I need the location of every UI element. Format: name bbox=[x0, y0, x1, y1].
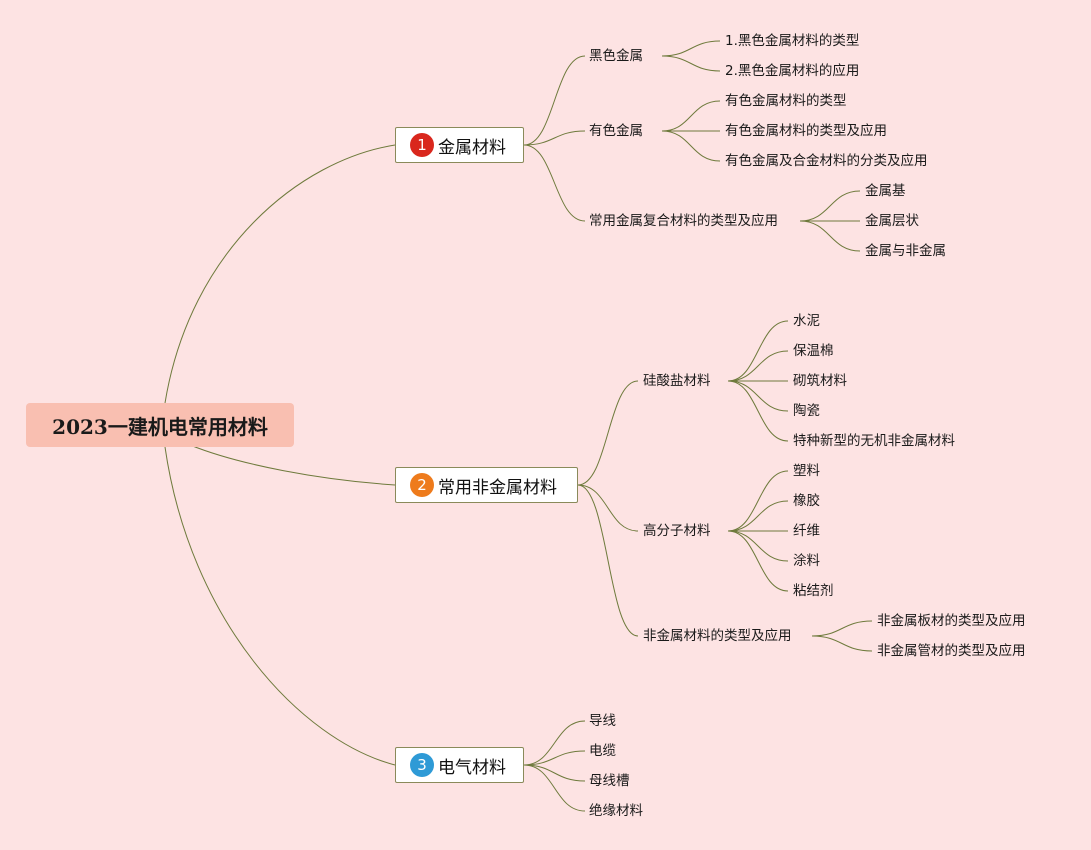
branch-label: 金属材料 bbox=[438, 137, 506, 158]
branch-number-badge: 1 bbox=[410, 133, 434, 157]
branch-nonmetal-materials[interactable]: 2 常用非金属材料 bbox=[395, 467, 578, 503]
topic-link bbox=[727, 530, 789, 592]
topic-wire[interactable]: 导线 bbox=[589, 713, 616, 729]
topic-link bbox=[727, 500, 789, 532]
topic-link bbox=[661, 40, 721, 57]
topic-ferrous-metal[interactable]: 黑色金属 bbox=[589, 48, 643, 64]
topic-link bbox=[799, 190, 861, 222]
topic-link bbox=[661, 100, 721, 132]
topic-cable[interactable]: 电缆 bbox=[589, 743, 616, 759]
branch-2-link bbox=[577, 380, 639, 486]
root-topic[interactable]: 2023一建机电常用材料 bbox=[26, 403, 294, 447]
branch-electrical-materials[interactable]: 3 电气材料 bbox=[395, 747, 524, 783]
branch-1-link bbox=[523, 130, 586, 146]
topic-link bbox=[811, 635, 873, 652]
topic-insulation-wool[interactable]: 保温棉 bbox=[793, 343, 834, 359]
branch-number-badge: 3 bbox=[410, 753, 434, 777]
branch-2-link bbox=[577, 484, 639, 532]
branch-2-link bbox=[577, 484, 639, 637]
branch-label: 常用非金属材料 bbox=[438, 477, 557, 498]
topic-ceramics[interactable]: 陶瓷 bbox=[793, 403, 820, 419]
branch-number-badge: 2 bbox=[410, 473, 434, 497]
topic-cement[interactable]: 水泥 bbox=[793, 313, 820, 329]
topic-link bbox=[727, 350, 789, 382]
branch-label: 电气材料 bbox=[438, 757, 506, 778]
topic-link bbox=[661, 55, 721, 72]
topic-link bbox=[727, 530, 789, 562]
root-to-branch-2-link bbox=[189, 444, 396, 486]
topic-link bbox=[727, 320, 789, 382]
branch-1-link bbox=[523, 144, 586, 222]
topic-link bbox=[799, 220, 861, 252]
topic-link bbox=[811, 620, 873, 637]
topic-special-inorganic[interactable]: 特种新型的无机非金属材料 bbox=[793, 433, 955, 449]
topic-ferrous-applications[interactable]: 2.黑色金属材料的应用 bbox=[725, 63, 860, 79]
root-to-branch-1-link bbox=[164, 144, 396, 404]
topic-nonferrous-types[interactable]: 有色金属材料的类型 bbox=[725, 93, 847, 109]
topic-ferrous-types[interactable]: 1.黑色金属材料的类型 bbox=[725, 33, 860, 49]
topic-metal-nonmetal[interactable]: 金属与非金属 bbox=[865, 243, 946, 259]
topic-nonmetal-pipes[interactable]: 非金属管材的类型及应用 bbox=[877, 643, 1026, 659]
root-topic-label: 2023一建机电常用材料 bbox=[52, 414, 268, 439]
topic-rubber[interactable]: 橡胶 bbox=[793, 493, 820, 509]
topic-metal-matrix[interactable]: 金属基 bbox=[865, 183, 906, 199]
topic-adhesives[interactable]: 粘结剂 bbox=[793, 583, 834, 599]
topic-metal-layered[interactable]: 金属层状 bbox=[865, 213, 919, 229]
topic-nonmetal-types-applications[interactable]: 非金属材料的类型及应用 bbox=[643, 628, 792, 644]
topic-link bbox=[727, 470, 789, 532]
topic-nonmetal-sheets[interactable]: 非金属板材的类型及应用 bbox=[877, 613, 1026, 629]
branch-3-link bbox=[523, 750, 586, 766]
topic-masonry[interactable]: 砌筑材料 bbox=[793, 373, 847, 389]
topic-nonferrous-alloy-classification[interactable]: 有色金属及合金材料的分类及应用 bbox=[725, 153, 928, 169]
root-to-branch-3-link bbox=[164, 446, 396, 766]
topic-nonferrous-metal[interactable]: 有色金属 bbox=[589, 123, 643, 139]
branch-3-link bbox=[523, 764, 586, 812]
topic-polymer-materials[interactable]: 高分子材料 bbox=[643, 523, 711, 539]
topic-silicate-materials[interactable]: 硅酸盐材料 bbox=[643, 373, 711, 389]
topic-link bbox=[661, 130, 721, 162]
topic-metal-composites[interactable]: 常用金属复合材料的类型及应用 bbox=[589, 213, 778, 229]
branch-3-link bbox=[523, 764, 586, 782]
branch-1-link bbox=[523, 55, 586, 146]
topic-coatings[interactable]: 涂料 bbox=[793, 553, 820, 569]
branch-3-link bbox=[523, 720, 586, 766]
topic-plastics[interactable]: 塑料 bbox=[793, 463, 820, 479]
topic-insulating-materials[interactable]: 绝缘材料 bbox=[589, 803, 643, 819]
topic-busway[interactable]: 母线槽 bbox=[589, 773, 630, 789]
topic-link bbox=[727, 380, 789, 412]
topic-fiber[interactable]: 纤维 bbox=[793, 523, 820, 539]
branch-metal-materials[interactable]: 1 金属材料 bbox=[395, 127, 524, 163]
topic-nonferrous-types-applications[interactable]: 有色金属材料的类型及应用 bbox=[725, 123, 887, 139]
topic-link bbox=[727, 380, 789, 442]
